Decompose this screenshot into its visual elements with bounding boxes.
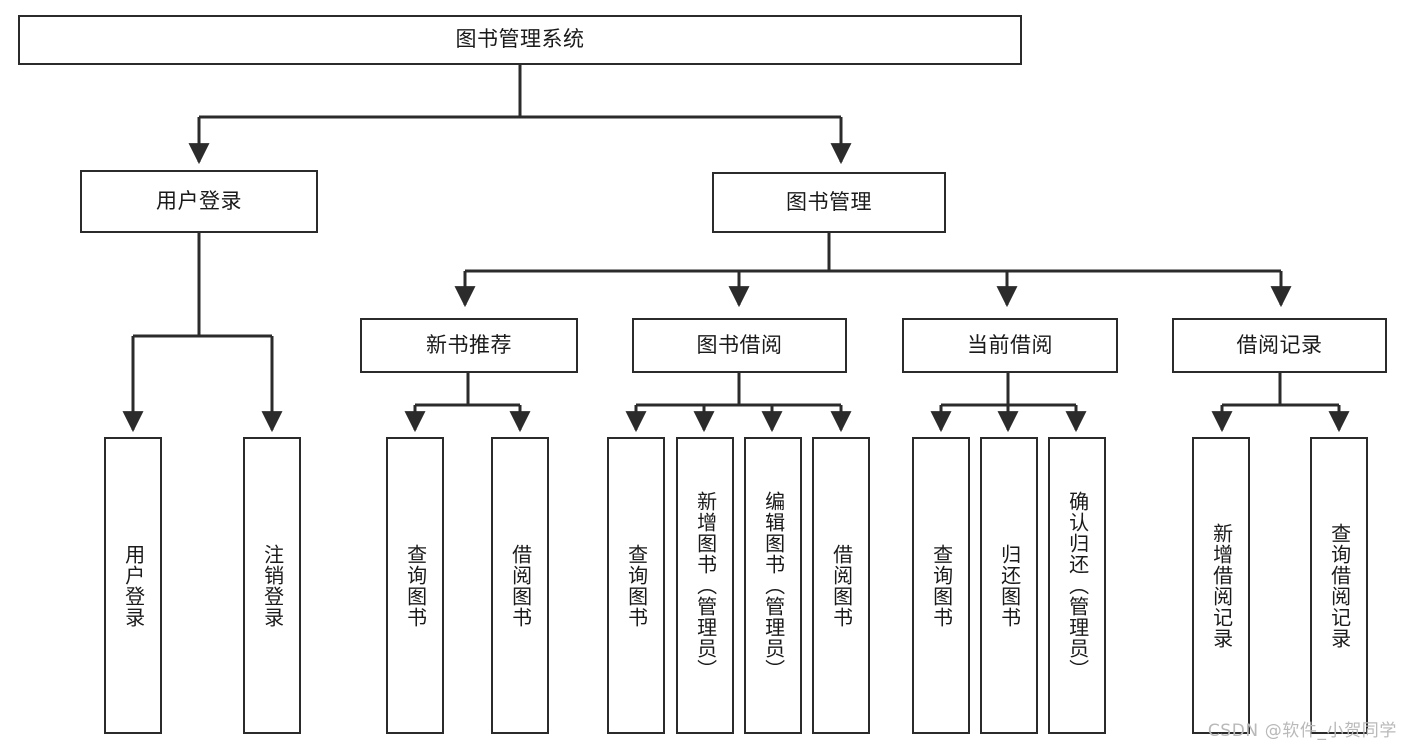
node-borrow-record[interactable]: 借阅记录 [1172, 318, 1387, 373]
node-leaf-query-book-1-label: 查询图书 [403, 543, 428, 628]
node-leaf-borrow-book-2[interactable]: 借阅图书 [812, 437, 870, 734]
node-leaf-query-book-3[interactable]: 查询图书 [912, 437, 970, 734]
node-leaf-user-login-label: 用户登录 [121, 543, 146, 628]
node-root[interactable]: 图书管理系统 [18, 15, 1022, 65]
node-leaf-borrow-book-2-label: 借阅图书 [829, 543, 854, 628]
node-leaf-add-book-label: 新增图书（管理员） [693, 491, 718, 680]
node-leaf-edit-book[interactable]: 编辑图书（管理员） [744, 437, 802, 734]
node-leaf-confirm-return-label: 确认归还（管理员） [1065, 491, 1090, 680]
node-book-borrow-label: 图书借阅 [696, 332, 783, 357]
node-leaf-add-record-label: 新增借阅记录 [1209, 522, 1234, 649]
node-leaf-add-record[interactable]: 新增借阅记录 [1192, 437, 1250, 734]
node-book-manage[interactable]: 图书管理 [712, 172, 946, 233]
node-current-borrow-label: 当前借阅 [967, 332, 1053, 357]
watermark-text: CSDN @软件_小贺同学 [1207, 721, 1397, 741]
node-new-book-recommend[interactable]: 新书推荐 [360, 318, 578, 373]
node-root-label: 图书管理系统 [455, 27, 585, 52]
node-user-login[interactable]: 用户登录 [80, 170, 318, 233]
node-current-borrow[interactable]: 当前借阅 [902, 318, 1118, 373]
node-leaf-query-book-1[interactable]: 查询图书 [386, 437, 444, 734]
node-leaf-borrow-book-1[interactable]: 借阅图书 [491, 437, 549, 734]
node-leaf-query-record[interactable]: 查询借阅记录 [1310, 437, 1368, 734]
node-leaf-confirm-return[interactable]: 确认归还（管理员） [1048, 437, 1106, 734]
node-new-book-recommend-label: 新书推荐 [426, 332, 512, 357]
node-leaf-logout-login[interactable]: 注销登录 [243, 437, 301, 734]
node-leaf-query-book-3-label: 查询图书 [929, 543, 954, 628]
node-borrow-record-label: 借阅记录 [1236, 332, 1323, 357]
node-leaf-query-book-2-label: 查询图书 [624, 543, 649, 628]
node-leaf-return-book[interactable]: 归还图书 [980, 437, 1038, 734]
node-leaf-logout-login-label: 注销登录 [260, 543, 285, 628]
node-leaf-edit-book-label: 编辑图书（管理员） [761, 491, 786, 680]
node-leaf-add-book[interactable]: 新增图书（管理员） [676, 437, 734, 734]
node-book-manage-label: 图书管理 [786, 189, 872, 214]
node-user-login-label: 用户登录 [156, 188, 242, 213]
node-book-borrow[interactable]: 图书借阅 [632, 318, 847, 373]
node-leaf-query-record-label: 查询借阅记录 [1327, 522, 1352, 649]
node-leaf-query-book-2[interactable]: 查询图书 [607, 437, 665, 734]
node-leaf-borrow-book-1-label: 借阅图书 [508, 543, 533, 628]
node-leaf-user-login[interactable]: 用户登录 [104, 437, 162, 734]
node-leaf-return-book-label: 归还图书 [997, 543, 1022, 628]
